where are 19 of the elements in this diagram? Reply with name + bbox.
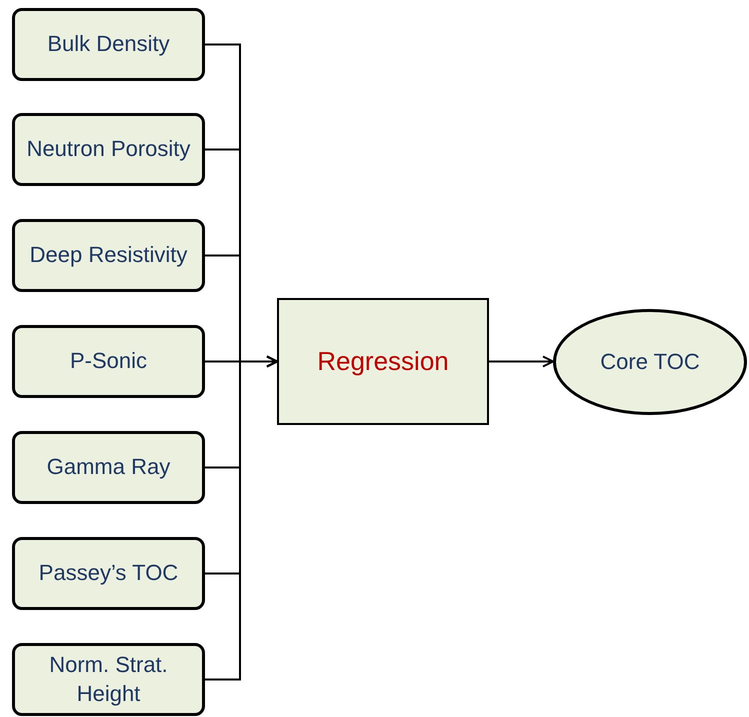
node-label: Core TOC (600, 348, 700, 376)
input-box (12, 219, 205, 292)
node-label: Regression (317, 344, 449, 378)
input-box (12, 113, 205, 186)
node-label: Gamma Ray (46, 453, 170, 482)
input-box (12, 537, 205, 610)
node-label: Norm. Strat. Height (48, 650, 169, 708)
node-label: Neutron Porosity (26, 135, 190, 164)
arrow (205, 356, 278, 680)
input-box (12, 8, 205, 81)
arrow (489, 356, 554, 368)
input-box (12, 431, 205, 504)
node-label: Passey’s TOC (38, 559, 178, 588)
node-label: Bulk Density (47, 30, 170, 58)
node-label: P-Sonic (70, 347, 148, 376)
input-box (12, 325, 205, 398)
process-box (277, 298, 489, 425)
node-label: Deep Resistivity (30, 241, 188, 270)
input-box (12, 643, 205, 716)
